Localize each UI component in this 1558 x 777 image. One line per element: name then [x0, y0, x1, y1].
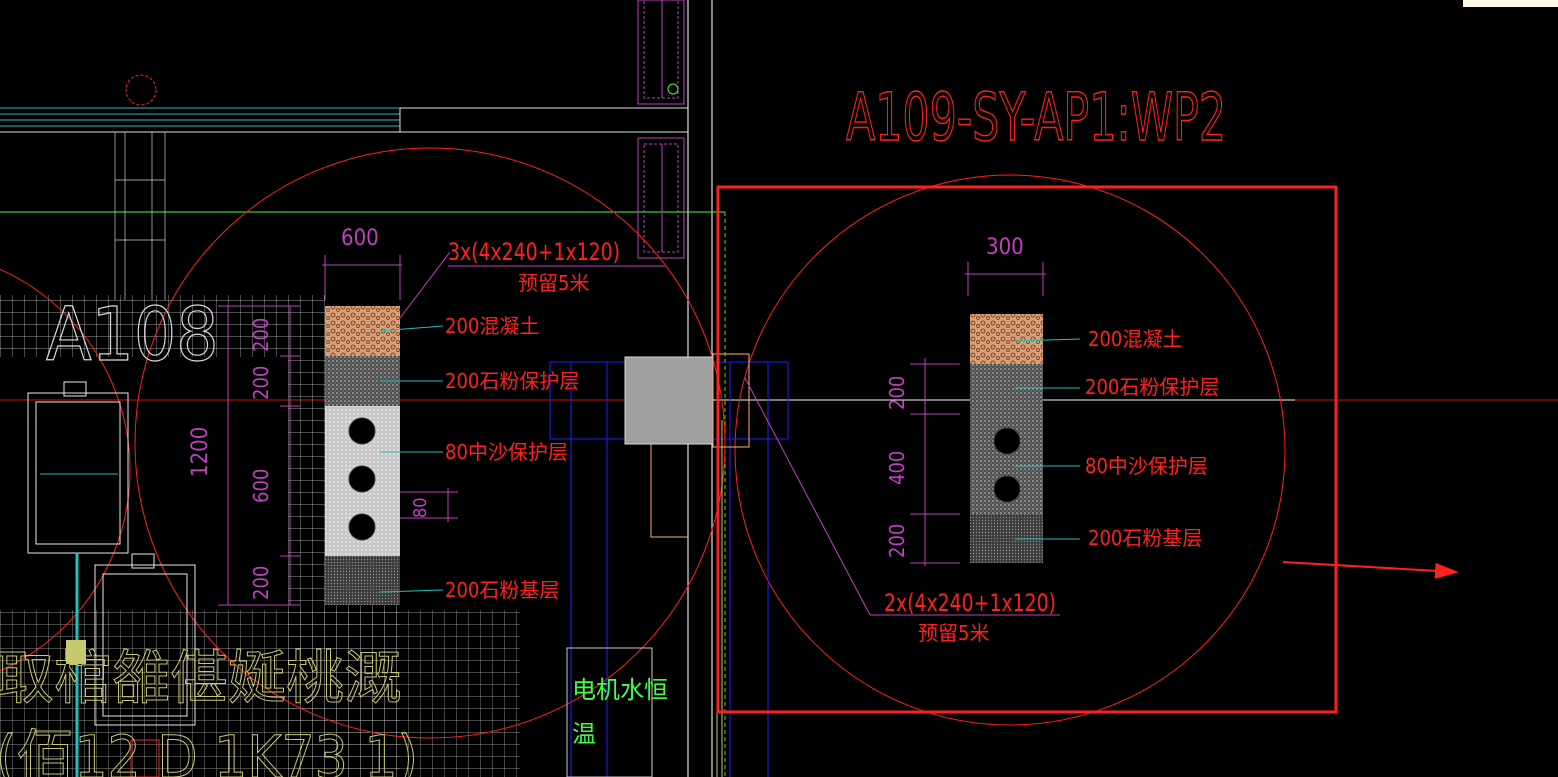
selection-box[interactable] — [716, 185, 1338, 714]
direction-arrow — [1282, 561, 1459, 579]
right-layer-concrete — [970, 314, 1043, 364]
right-dim-3: 200 — [885, 524, 909, 558]
garbled-text-line2: (佰12 D 1K73 1) — [0, 723, 418, 777]
cable-trench-block[interactable] — [624, 356, 714, 445]
left-layer-label-3: 80中沙保护层 — [445, 440, 568, 464]
cable-trench-frame — [712, 353, 750, 448]
left-dim-inner-3: 600 — [249, 469, 273, 503]
left-conduit — [348, 513, 376, 541]
left-dim-inner-2: 200 — [249, 366, 273, 400]
left-detail-circle — [134, 147, 726, 739]
right-conduit — [993, 475, 1021, 503]
equipment-transformer-1[interactable] — [27, 381, 129, 554]
left-dimensions — [218, 251, 458, 606]
partial-circle-left — [0, 268, 131, 672]
pump-label-box — [566, 647, 653, 777]
right-layer-stone-protect — [970, 364, 1043, 414]
right-layer-label-1: 200混凝土 — [1088, 327, 1182, 351]
left-cable-note: 预留5米 — [518, 271, 589, 295]
right-conduit — [993, 427, 1021, 455]
right-detail-circle — [734, 174, 1286, 726]
left-cable-spec: 3x(4x240+1x120) — [448, 238, 620, 266]
left-conduit — [348, 465, 376, 493]
cable-route — [650, 444, 688, 538]
room-label: A108 — [46, 292, 219, 378]
right-cable-spec: 2x(4x240+1x120) — [884, 589, 1056, 617]
left-layer-leaders — [379, 325, 444, 593]
grid-area — [0, 610, 520, 777]
pump-label-line1: 电机水恒 — [572, 676, 668, 704]
corner-panel-edge[interactable] — [1463, 0, 1558, 7]
pump-label-line2: 温 — [572, 720, 596, 748]
right-layer-label-3: 80中沙保护层 — [1085, 454, 1208, 478]
right-width-dim: 300 — [986, 235, 1024, 260]
right-layer-leaders — [1014, 338, 1081, 540]
left-layer-base — [325, 556, 400, 605]
drawing-title: A109-SY-AP1:WP2 — [846, 79, 1226, 156]
right-dim-1: 200 — [885, 376, 909, 410]
right-dim-2: 400 — [885, 451, 909, 485]
left-layer-label-2: 200石粉保护层 — [445, 369, 579, 393]
equipment-transformer-2[interactable] — [94, 553, 196, 777]
right-dimensions — [744, 262, 1060, 616]
left-dim-inner-4: 200 — [249, 566, 273, 600]
grid-column — [114, 132, 166, 300]
left-dim-80: 80 — [410, 497, 431, 518]
equipment-joint — [66, 640, 86, 664]
left-dim-inner-1: 200 — [249, 318, 273, 352]
left-layer-label-4: 200石粉基层 — [445, 578, 559, 602]
left-width-dim: 600 — [341, 226, 379, 251]
right-layer-label-2: 200石粉保护层 — [1085, 375, 1219, 399]
grid-area — [0, 295, 325, 357]
column-marker — [667, 83, 679, 95]
left-layer-concrete — [325, 306, 400, 356]
column-frames — [637, 0, 685, 259]
left-layer-label-1: 200混凝土 — [445, 314, 539, 338]
right-layer-label-4: 200石粉基层 — [1088, 526, 1202, 550]
garbled-text-line1: 取棺雒偡娫桃溉 — [0, 644, 402, 712]
dashed-circle-marker — [125, 74, 157, 106]
left-dim-1200: 1200 — [188, 427, 213, 477]
left-conduit — [348, 417, 376, 445]
right-section-detail[interactable] — [970, 314, 1043, 563]
right-cable-note: 预留5米 — [918, 621, 989, 645]
left-section-detail[interactable] — [325, 306, 400, 605]
